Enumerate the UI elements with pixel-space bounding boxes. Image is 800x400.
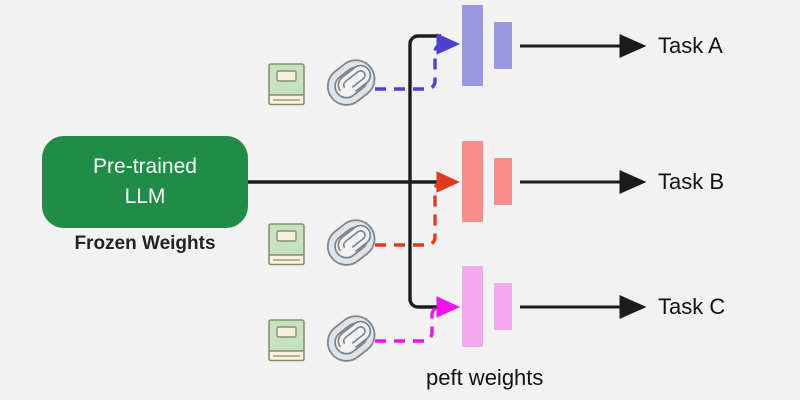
peft-weights-label: peft weights xyxy=(426,365,544,390)
paperclip-icon xyxy=(322,58,380,110)
peft-bar-short-b xyxy=(494,158,512,205)
peft-bar-short-c xyxy=(494,283,512,330)
task-label-a: Task A xyxy=(658,33,723,58)
task-label-c: Task C xyxy=(658,294,726,319)
pre-trained-llm-box: Pre-trained LLM xyxy=(42,136,248,228)
llm-title-line-1: Pre-trained xyxy=(93,155,197,178)
peft-bar-tall-b xyxy=(462,141,483,222)
book-icon xyxy=(267,62,307,106)
book-icon xyxy=(267,222,307,266)
peft-bar-tall-c xyxy=(462,266,483,347)
frozen-weights-label: Frozen Weights xyxy=(74,233,216,254)
peft-bar-short-a xyxy=(494,22,512,69)
paperclip-icon xyxy=(322,218,380,270)
llm-title-line-2: LLM xyxy=(124,185,166,208)
peft-bar-tall-a xyxy=(462,5,483,86)
adapter-line-c xyxy=(375,296,461,343)
book-icon xyxy=(267,318,307,362)
task-label-b: Task B xyxy=(658,169,725,194)
adapter-line-a xyxy=(375,33,461,91)
paperclip-icon xyxy=(322,314,380,366)
adapter-line-b xyxy=(375,171,461,247)
